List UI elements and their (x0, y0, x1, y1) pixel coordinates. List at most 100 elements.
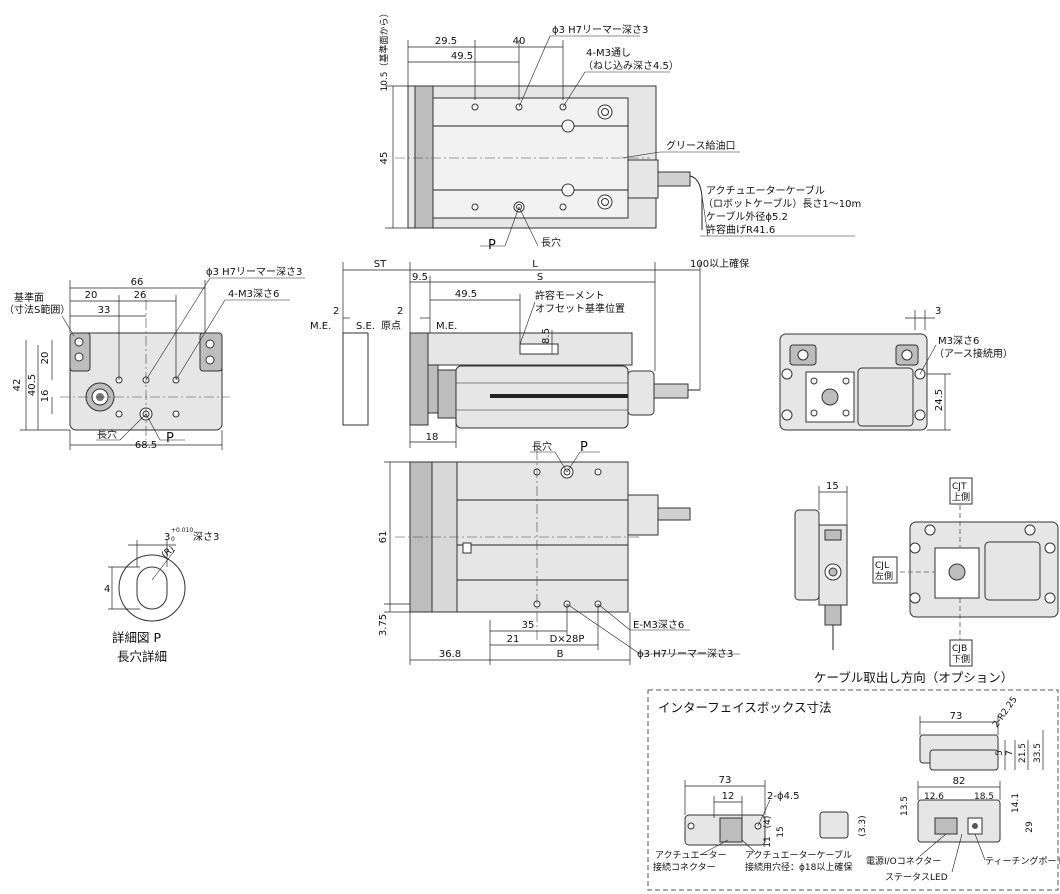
label-se: S.E. (356, 321, 375, 332)
label-p-end: P (166, 431, 174, 446)
cable-note-3: ケーブル外径ϕ5.2 (706, 210, 788, 223)
option-cjl: CJL (875, 561, 889, 571)
label-me-1: M.E. (310, 321, 331, 332)
ibox-dim-4: (4) (763, 816, 773, 829)
dim-33: 33 (98, 305, 111, 316)
option-cjb: CJB (952, 644, 967, 654)
dim-d-28p: D×28P (550, 634, 585, 645)
interface-box: インターフェイスボックス寸法 73 2-R2.25 5 7 21.5 33.5 … (647, 689, 1060, 891)
side-view: ST L S 9.5 49.5 100以上確保 2 M.E. S.E. 2 原点… (310, 257, 749, 448)
callout-m3-through: 4-M3通し (586, 47, 631, 59)
callout-m3-depth-end: 4-M3深さ6 (228, 288, 279, 300)
ibox-cable-hole: アクチュエーターケーブル (745, 849, 852, 861)
label-reference-surface: 基準面 (14, 291, 44, 304)
callout-reamer-bottom: ϕ3 H7リーマー深さ3 (637, 648, 733, 660)
ibox-dim-12: 12 (722, 791, 735, 802)
cable-note-4: 許容曲げR41.6 (706, 223, 775, 236)
dim-2-me: 2 (333, 306, 339, 317)
motor-m3-note: M3深さ6 (938, 335, 979, 347)
detail-dim-4: 4 (104, 584, 110, 595)
callout-grease-port: グリース給油口 (666, 139, 736, 152)
ibox-dim-2phi: 2-ϕ4.5 (767, 791, 799, 802)
option-cjt: CJT (952, 482, 967, 492)
dim-40-5: 40.5 (27, 374, 38, 396)
dim-8-5: 8.5 (541, 328, 552, 344)
detail-dim-3: 3 (164, 532, 170, 543)
label-me-2: M.E. (436, 321, 457, 332)
cable-note-2: （ロボットケーブル）長さ1～10m (703, 197, 861, 210)
option-cjt-side: 上側 (952, 491, 970, 503)
interface-box-frame (647, 689, 1059, 891)
ibox-actuator-connector-sub: 接続コネクター (653, 861, 716, 873)
ibox-dim-7: 7 (1005, 750, 1015, 756)
dim-3-75: 3.75 (378, 614, 389, 636)
cable-note-1: アクチュエーターケーブル (706, 184, 825, 197)
label-moment-2: オフセット基準位置 (535, 302, 625, 315)
option-cjb-side: 下側 (952, 653, 970, 665)
callout-reamer-end: ϕ3 H7リーマー深さ3 (206, 266, 302, 278)
detail-depth: 深さ3 (193, 531, 219, 543)
label-p-top: P (488, 238, 496, 253)
dim-20-end: 20 (85, 290, 98, 301)
dim-36-8: 36.8 (439, 649, 461, 660)
callout-em3: E-M3深さ6 (633, 619, 684, 631)
dim-18: 18 (426, 432, 439, 443)
option-side-body (794, 509, 820, 601)
ibox-dim-73-bottom: 73 (719, 775, 732, 786)
ibox-dim-12-6: 12.6 (924, 792, 944, 802)
dim-29-5: 29.5 (435, 36, 457, 47)
dim-b: B (557, 649, 564, 660)
ibox-cable-hole-sub: 接続用穴径：ϕ18以上確保 (745, 861, 852, 873)
cable-option: 15 CJT 上側 CJL 左側 CJB 下側 ケーブル取出し方向（オプション） (794, 477, 1059, 685)
ibox-dim-73-top: 73 (950, 711, 963, 722)
ibox-dim-13-5: 13.5 (900, 796, 910, 816)
label-slot-bottom: 長穴 (532, 440, 552, 453)
detail-tolerance-lower: 0 (171, 536, 175, 543)
dim-l: L (532, 259, 538, 270)
ibox-dim-2r: 2-R2.25 (991, 695, 1019, 730)
dim-s: S (537, 272, 543, 283)
motor-dim-3: 3 (935, 306, 941, 317)
dim-st: ST (374, 259, 387, 270)
ibox-dim-11: 11 (763, 836, 773, 847)
ibox-dim-18-5: 18.5 (974, 792, 994, 802)
dim-10-5: 10.5（基準面から） (378, 8, 390, 91)
motor-end-view: 3 M3深さ6 （アース接続用） 24.5 (779, 306, 1013, 431)
dim-49-5-side: 49.5 (455, 289, 477, 300)
dim-2-origin: 2 (397, 306, 403, 317)
label-moment-1: 許容モーメント (535, 289, 605, 302)
option-title: ケーブル取出し方向（オプション） (814, 670, 1013, 685)
detail-tolerance-upper: +0.010 (171, 527, 193, 534)
callout-reamer-top: ϕ3 H7リーマー深さ3 (552, 24, 648, 36)
dim-9-5: 9.5 (412, 272, 428, 283)
dim-35: 35 (522, 620, 535, 631)
dim-26: 26 (134, 290, 147, 301)
detail-subtitle: 長穴詳細 (117, 649, 167, 664)
dim-66: 66 (131, 277, 144, 288)
motor-m3-note-sub: （アース接続用） (934, 347, 1013, 360)
detail-title: 詳細図 P (112, 630, 161, 645)
top-view: 29.5 40 49.5 45 10.5（基準面から） ϕ3 H7リーマー深さ3… (378, 8, 861, 253)
dim-100-min: 100以上確保 (690, 257, 749, 270)
dim-20-vertical: 20 (40, 352, 51, 365)
dim-42: 42 (12, 379, 23, 392)
stroke-end-block (342, 332, 369, 426)
label-p-bottom: P (580, 440, 588, 455)
label-reference-range: （寸法S範囲） (4, 303, 70, 316)
bottom-view: 61 3.75 35 21 D×28P B 36.8 E-M3深さ6 ϕ3 H7… (378, 440, 740, 665)
option-cjl-side: 左側 (875, 570, 893, 582)
dim-45: 45 (379, 152, 390, 165)
end-view: 66 20 26 33 基準面 （寸法S範囲） ϕ3 H7リーマー深さ3 4-M… (4, 266, 305, 451)
motor-dim-24-5: 24.5 (934, 389, 945, 411)
label-origin: 原点 (381, 320, 401, 332)
ibox-dim-3-3: (3.3) (858, 815, 868, 836)
callout-m3-through-sub: （ねじ込み深さ4.5） (583, 60, 679, 72)
label-slot-top: 長穴 (541, 236, 561, 249)
dim-40: 40 (513, 36, 526, 47)
dim-61: 61 (378, 531, 389, 544)
ibox-power-connector: 電源I/Oコネクター (866, 856, 941, 867)
ibox-dim-5: 5 (995, 750, 1005, 756)
ibox-dim-14-1: 14.1 (1011, 793, 1021, 813)
ibox-status-led: ステータスLED (885, 872, 948, 883)
